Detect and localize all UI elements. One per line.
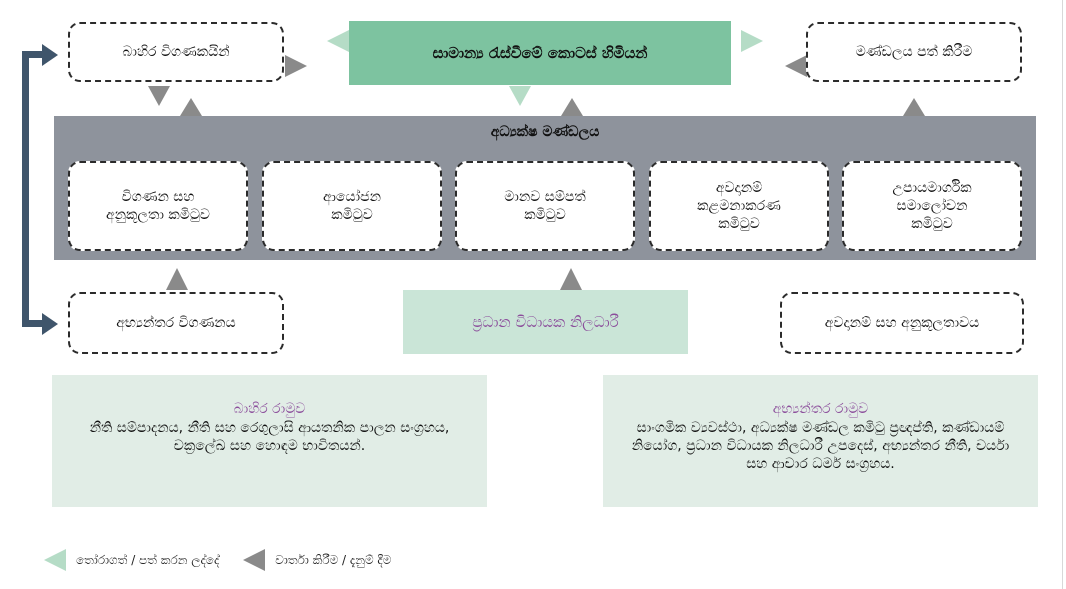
report-arrow-icon: [785, 55, 807, 77]
internal-audit-box: අභ්‍යන්තර විගණනය: [68, 292, 284, 354]
legend: තෝරාගත් / පත් කරන ලද්දේ වාර්තා කිරීම / ද…: [44, 548, 405, 572]
external-framework-title: බාහිර රාමුව: [233, 401, 306, 417]
committee-human-resources: මානව සම්පත් කමිටුව: [455, 161, 635, 251]
external-auditors-box: බාහිර විගණකයින්: [68, 22, 284, 82]
connector-to-external-auditors: [22, 51, 44, 58]
report-arrow-icon: [903, 98, 925, 116]
report-arrow-icon: [561, 98, 583, 116]
legend-label: වාර්තා කිරීම / දැනුම් දීම: [275, 552, 392, 567]
shareholders-meeting-label: සාමාන්‍ය රැස්වීමේ කොටස් හිමියන්: [432, 44, 648, 62]
report-arrow-icon: [180, 98, 202, 116]
committee-risk-management: අවදානම් කළමනාකරණ කමිටුව: [649, 161, 829, 251]
committee-label: විගණන සහ අනුකූලතා කමිටුව: [105, 189, 211, 223]
external-framework-body: නීති සම්පාදනය, නීති සහ රෙගුලාසි ආයතනික ප…: [89, 420, 450, 454]
report-arrow-icon: [166, 268, 188, 290]
green-triangle-icon: [44, 549, 66, 571]
committee-audit-compliance: විගණන සහ අනුකූලතා කමිටුව: [68, 161, 248, 251]
arrow-right-icon: [42, 313, 58, 335]
internal-framework-title: අභ්‍යන්තර රාමුව: [772, 401, 869, 417]
board-of-directors-panel: අධ්‍යක්ෂ මණ්ඩලය විගණන සහ අනුකූලතා කමිටුව…: [54, 116, 1036, 260]
grey-triangle-icon: [243, 549, 266, 571]
report-arrow-icon: [560, 268, 582, 290]
audit-connector-line: [22, 54, 29, 324]
appoint-arrow-icon: [741, 30, 763, 52]
report-arrow-icon: [285, 55, 307, 77]
legend-label: තෝරාගත් / පත් කරන ලද්දේ: [76, 552, 220, 567]
internal-audit-label: අභ්‍යන්තර විගණනය: [116, 315, 236, 331]
legend-item-reporting: වාර්තා කිරීම / දැනුම් දීම: [243, 549, 391, 571]
appoint-arrow-icon: [327, 30, 349, 52]
risk-compliance-box: අවදානම් සහ අනුකූලතාවය: [780, 292, 1024, 354]
external-framework-panel: බාහිර රාමුව නීති සම්පාදනය, නීති සහ රෙගුල…: [52, 375, 487, 507]
ceo-box: ප්‍රධාන විධායක නිලධාරී: [403, 290, 688, 354]
committee-label: උපායමාර්ගික සමාලෝචන කමිටුව: [892, 180, 972, 232]
appoint-arrow-icon: [509, 86, 531, 106]
committee-strategic-review: උපායමාර්ගික සමාලෝචන කමිටුව: [842, 161, 1022, 251]
shareholders-meeting-box: සාමාන්‍ය රැස්වීමේ කොටස් හිමියන්: [349, 21, 731, 85]
external-auditors-label: බාහිර විගණකයින්: [122, 44, 230, 60]
board-appointment-box: මණ්ඩලය පත් කිරීම: [806, 22, 1022, 82]
committee-label: මානව සම්පත් කමිටුව: [504, 189, 586, 223]
ceo-label: ප්‍රධාන විධායක නිලධාරී: [472, 313, 619, 331]
connector-to-internal-audit: [22, 320, 44, 327]
committee-investment: ආයෝජන කමිටුව: [262, 161, 442, 251]
committee-label: ආයෝජන කමිටුව: [323, 189, 381, 223]
report-arrow-icon: [148, 86, 170, 106]
board-appointment-label: මණ්ඩලය පත් කිරීම: [855, 44, 973, 60]
internal-framework-panel: අභ්‍යන්තර රාමුව සාංගමික ව්‍යවස්ථා, අධ්‍ය…: [603, 375, 1038, 507]
committee-label: අවදානම් කළමනාකරණ කමිටුව: [697, 180, 781, 232]
legend-item-appointed: තෝරාගත් / පත් කරන ලද්දේ: [44, 549, 219, 571]
page-divider: [1062, 0, 1063, 589]
arrow-right-icon: [42, 44, 58, 66]
risk-compliance-label: අවදානම් සහ අනුකූලතාවය: [824, 315, 980, 331]
board-title: අධ්‍යක්ෂ මණ්ඩලය: [490, 124, 600, 140]
internal-framework-body: සාංගමික ව්‍යවස්ථා, අධ්‍යක්ෂ මණ්ඩල කමිටු …: [631, 420, 1010, 472]
